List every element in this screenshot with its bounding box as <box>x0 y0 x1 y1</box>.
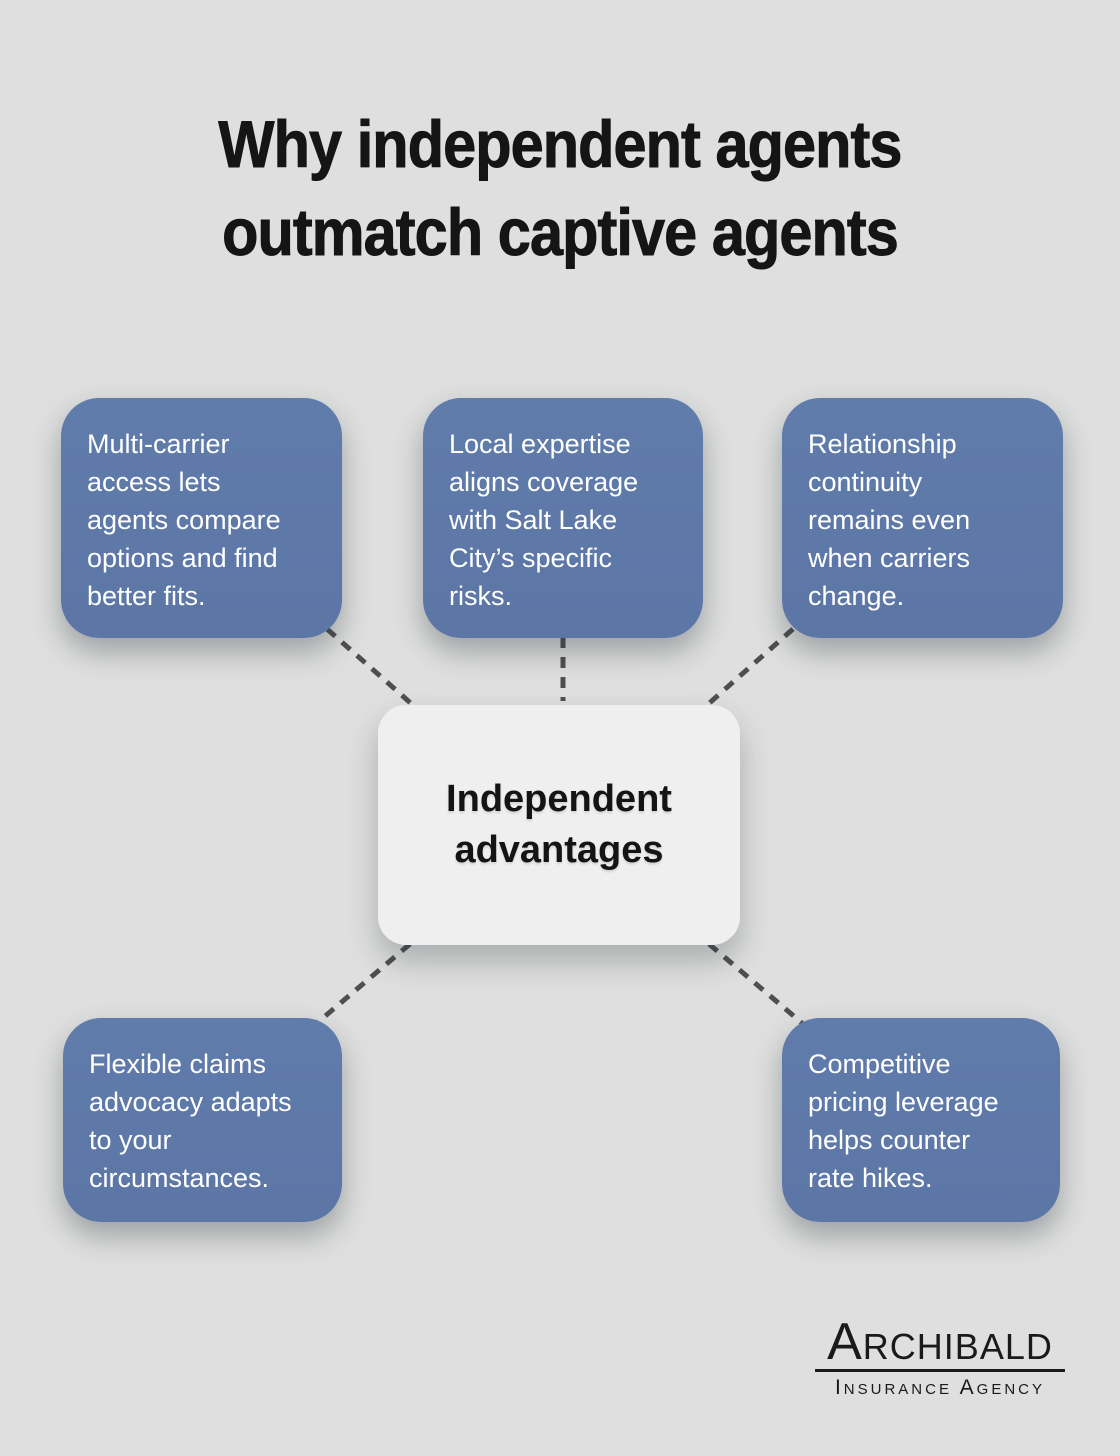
advantage-card-multi-carrier-access: Multi-carrier access lets agents compare… <box>61 398 342 638</box>
connector-top-right <box>704 627 795 708</box>
advantage-card-text: Competitive pricing leverage helps count… <box>808 1049 999 1193</box>
connector-top-left <box>325 627 416 708</box>
advantage-card-local-expertise: Local expertise aligns coverage with Sal… <box>423 398 703 638</box>
advantage-card-text: Flexible claims advocacy adapts to your … <box>89 1049 292 1193</box>
connector-bottom-left <box>315 942 412 1025</box>
advantage-card-text: Relationship continuity remains even whe… <box>808 429 971 611</box>
advantage-card-text: Local expertise aligns coverage with Sal… <box>449 429 639 611</box>
logo-name: Archibald <box>815 1316 1065 1372</box>
center-node-label: Independent advantages <box>446 778 672 871</box>
advantage-card-competitive-pricing: Competitive pricing leverage helps count… <box>782 1018 1060 1222</box>
advantage-card-relationship-continuity: Relationship continuity remains even whe… <box>782 398 1063 638</box>
logo-tagline: Insurance Agency <box>834 1376 1046 1399</box>
center-node: Independent advantages <box>378 705 740 945</box>
company-logo: Archibald Insurance Agency <box>815 1316 1065 1399</box>
connector-bottom-right <box>707 942 804 1025</box>
advantage-card-flexible-claims-advocacy: Flexible claims advocacy adapts to your … <box>63 1018 342 1222</box>
page-title: Why independent agents outmatch captive … <box>218 107 903 270</box>
advantage-card-text: Multi-carrier access lets agents compare… <box>87 429 281 611</box>
